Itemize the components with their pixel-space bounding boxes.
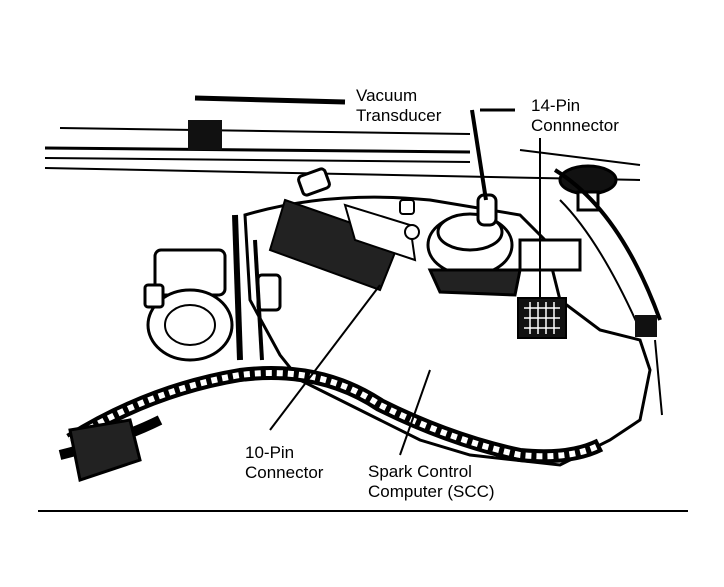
label-line: Connector xyxy=(245,463,324,482)
wing-nut xyxy=(558,164,618,212)
leader-lines xyxy=(269,138,541,456)
label-line: Connnector xyxy=(531,116,619,135)
harness-clamp xyxy=(68,418,142,482)
vacuum-transducer xyxy=(426,109,522,297)
label-14-pin-connector: 14-Pin Connnector xyxy=(531,96,619,136)
hood-clip xyxy=(188,120,222,150)
label-10-pin-connector: 10-Pin Connector xyxy=(245,443,323,483)
label-spark-control-computer: Spark Control Computer (SCC) xyxy=(368,462,495,502)
fourteen-pin-connector xyxy=(517,238,582,339)
fender-lines xyxy=(44,95,641,181)
label-line: 14-Pin xyxy=(531,96,581,115)
left-components xyxy=(143,167,331,362)
label-line: 10-Pin xyxy=(245,443,295,462)
label-line: Transducer xyxy=(356,106,442,125)
label-line: Vacuum xyxy=(356,86,418,105)
label-line: Computer (SCC) xyxy=(368,482,495,501)
ten-pin-connector-block xyxy=(268,198,420,292)
right-fender xyxy=(553,168,662,321)
label-vacuum-transducer: Vacuum Transducer xyxy=(356,86,441,126)
label-line: Spark Control xyxy=(368,462,472,481)
